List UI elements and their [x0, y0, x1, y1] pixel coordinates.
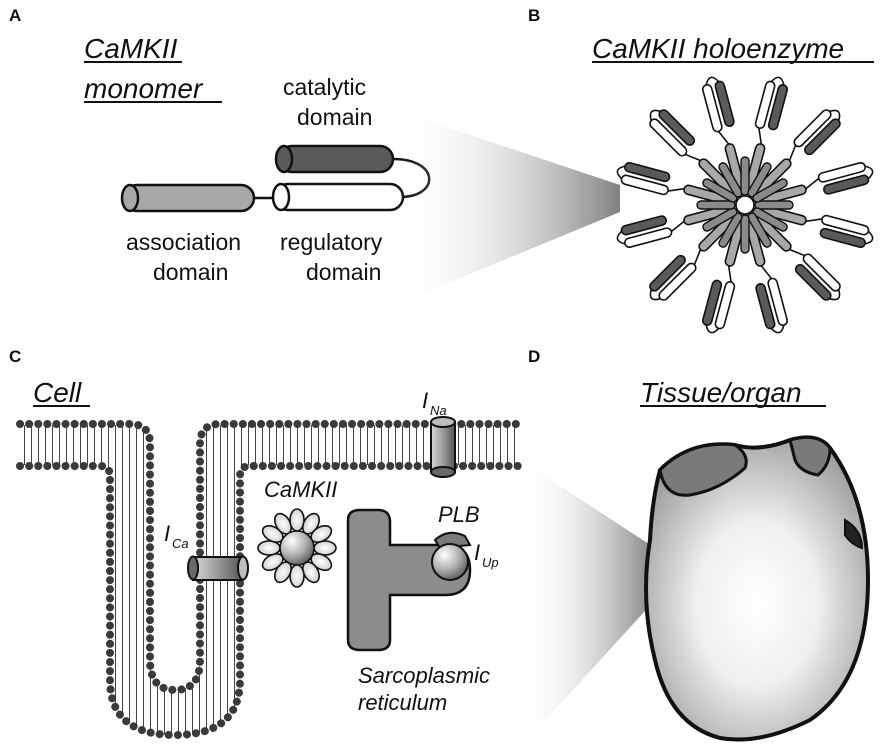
- catalytic-domain: [274, 144, 395, 174]
- iup-subscript: Up: [482, 555, 499, 570]
- cell-membrane: [16, 420, 524, 740]
- holoenzyme-hub-stub: [740, 156, 750, 196]
- catalytic-label-line2: domain: [297, 104, 372, 130]
- camkii-petal: [289, 564, 305, 588]
- holoenzyme-subunit: [748, 109, 841, 202]
- camkii-core: [279, 530, 315, 566]
- left-atrium: [658, 442, 748, 497]
- camkii-petal: [257, 540, 281, 556]
- sr-label-line2: reticulum: [358, 690, 447, 715]
- panel-a: A CaMKII monomer catalytic domain associ…: [9, 6, 431, 285]
- panel-d-letter: D: [528, 347, 540, 366]
- holoenzyme-hub-stub: [702, 178, 738, 203]
- right-atrium: [788, 435, 832, 477]
- holoenzyme-hub-stub: [702, 207, 738, 232]
- panel-c: C Cell I Na I Ca CaMKII: [9, 347, 524, 740]
- panel-d-title: Tissue/organ: [640, 377, 802, 408]
- panel-a-title-line2: monomer: [84, 73, 204, 104]
- regulatory-label-line2: domain: [306, 259, 381, 285]
- holoenzyme-hub-stub: [740, 214, 750, 254]
- holoenzyme-hub-stub: [752, 178, 788, 203]
- holoenzyme-subunit: [649, 109, 742, 202]
- sodium-channel: [430, 416, 456, 478]
- regulatory-domain: [271, 182, 405, 212]
- ica-subscript: Ca: [172, 536, 189, 551]
- iup-label: I: [474, 540, 480, 565]
- zoom-cone-tissue: [520, 460, 655, 748]
- regulatory-label-line1: regulatory: [280, 229, 383, 255]
- holoenzyme-subunit: [649, 208, 742, 301]
- association-domain: [120, 183, 256, 213]
- zoom-cone-monomer: [395, 110, 620, 305]
- camkii-petal: [313, 540, 337, 556]
- camkii-petal: [289, 508, 305, 532]
- holoenzyme-hub: [735, 195, 755, 215]
- holoenzyme: [616, 76, 874, 334]
- panel-b: B CaMKII holoenzyme: [528, 6, 874, 334]
- ina-subscript: Na: [430, 403, 447, 418]
- panel-c-letter: C: [9, 347, 21, 366]
- association-label-line2: domain: [153, 259, 228, 285]
- panel-c-title: Cell: [33, 377, 82, 408]
- holoenzyme-hub-stub: [752, 207, 788, 232]
- serca-pump: [431, 543, 469, 581]
- ina-label: I: [422, 388, 428, 413]
- camkii-label: CaMKII: [264, 477, 337, 502]
- holoenzyme-hub-stub: [696, 200, 736, 210]
- association-label-line1: association: [126, 229, 241, 255]
- panel-b-letter: B: [528, 6, 540, 25]
- sr-label-line1: Sarcoplasmic: [358, 663, 490, 688]
- coronary-notch: [844, 518, 864, 550]
- heart-organ: [644, 435, 871, 742]
- holoenzyme-subunit: [748, 208, 841, 301]
- panel-d: D Tissue/organ: [528, 347, 871, 742]
- holoenzyme-hub-stub: [718, 212, 743, 248]
- holoenzyme-hub-stub: [747, 212, 772, 248]
- ica-label: I: [164, 521, 170, 546]
- holoenzyme-hub-stub: [747, 162, 772, 198]
- panel-b-title: CaMKII holoenzyme: [592, 33, 844, 64]
- holoenzyme-hub-stub: [754, 200, 794, 210]
- catalytic-label-line1: catalytic: [283, 74, 366, 100]
- calcium-channel: [187, 555, 249, 581]
- holoenzyme-hub-stub: [718, 162, 743, 198]
- panel-a-title-line1: CaMKII: [84, 33, 178, 64]
- panel-a-letter: A: [9, 6, 21, 25]
- plb-label: PLB: [438, 502, 480, 527]
- camkii-holoenzyme-icon: [257, 508, 337, 588]
